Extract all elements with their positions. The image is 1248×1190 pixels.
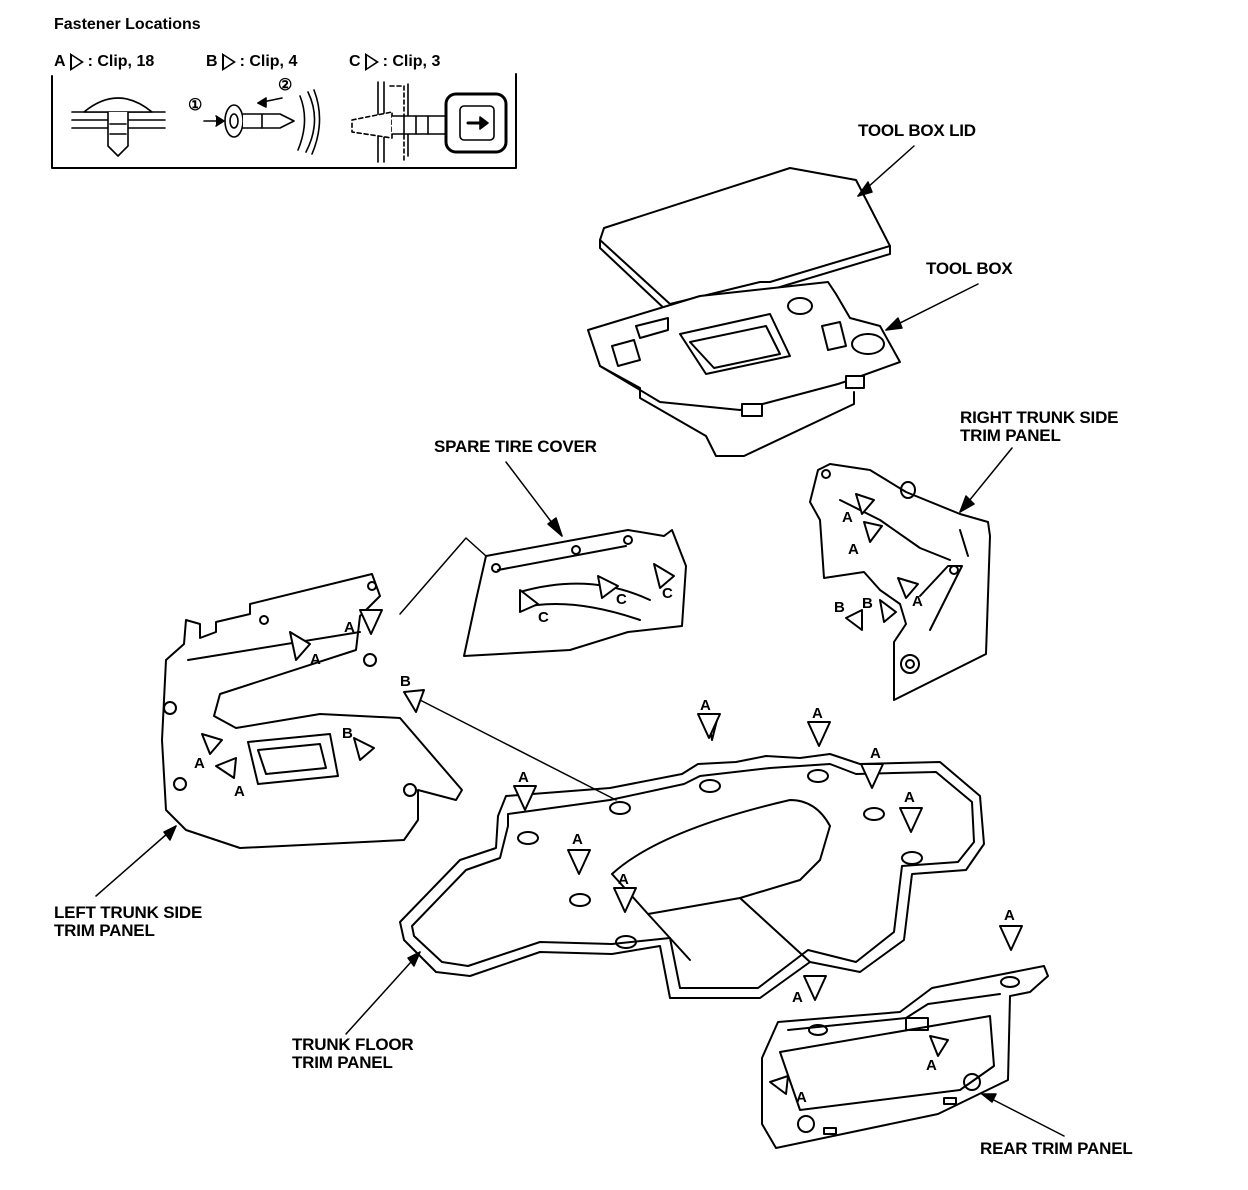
fastener-letter-a: A xyxy=(700,697,711,714)
fastener-letter-b: B xyxy=(342,725,353,742)
fastener-letter-c: C xyxy=(616,591,627,608)
legend-clip-a: A : Clip, 18 xyxy=(54,53,154,71)
triangle-marker-icon xyxy=(221,53,236,71)
fastener-letter-b: B xyxy=(834,599,845,616)
spare-tire-cover-part xyxy=(463,529,687,657)
fastener-letter-a: A xyxy=(194,755,205,772)
triangle-marker-icon xyxy=(364,53,379,71)
clip-c-illustration-icon xyxy=(351,81,508,163)
fastener-letter-a: A xyxy=(344,619,355,636)
trunk-floor-trim-panel-part xyxy=(399,753,985,999)
fastener-letter-c: C xyxy=(662,585,673,602)
label-line-2: TRIM PANEL xyxy=(54,921,155,940)
legend-box xyxy=(51,73,517,169)
fastener-letter-a: A xyxy=(812,705,823,722)
fastener-letter-a: A xyxy=(234,783,245,800)
label-line-1: RIGHT TRUNK SIDE xyxy=(960,408,1119,427)
label-line-1: LEFT TRUNK SIDE xyxy=(54,903,203,922)
clip-a-illustration-icon xyxy=(71,97,166,157)
label-line-2: TRIM PANEL xyxy=(292,1053,393,1072)
legend-text-a: : Clip, 18 xyxy=(87,53,155,70)
label-left-trunk-side-trim-panel: LEFT TRUNK SIDE TRIM PANEL xyxy=(54,904,202,940)
fastener-letter-a: A xyxy=(572,831,583,848)
tool-box-part xyxy=(587,281,901,457)
fastener-letter-a: A xyxy=(792,989,803,1006)
fastener-letter-a: A xyxy=(310,651,321,668)
legend-text-b: : Clip, 4 xyxy=(239,53,298,70)
label-spare-tire-cover: SPARE TIRE COVER xyxy=(434,437,597,456)
fastener-letter-a: A xyxy=(870,745,881,762)
fastener-letter-a: A xyxy=(912,593,923,610)
label-line-2: TRIM PANEL xyxy=(960,426,1061,445)
fastener-markers xyxy=(201,493,1023,1095)
label-tool-box-lid: TOOL BOX LID xyxy=(858,121,976,140)
legend-clip-c: C : Clip, 3 xyxy=(349,53,440,71)
fastener-letter-b: B xyxy=(400,673,411,690)
fastener-letter-a: A xyxy=(796,1089,807,1106)
fastener-letter-a: A xyxy=(518,769,529,786)
fastener-letter-a: A xyxy=(848,541,859,558)
fastener-letter-a: A xyxy=(618,871,629,888)
label-trunk-floor-trim-panel: TRUNK FLOOR TRIM PANEL xyxy=(292,1036,414,1072)
triangle-marker-icon xyxy=(69,53,84,71)
fastener-letter-a: A xyxy=(904,789,915,806)
fastener-letter-c: C xyxy=(538,609,549,626)
step-one-marker: ① xyxy=(188,97,203,114)
callout-lines xyxy=(95,145,1065,1137)
legend-text-c: : Clip, 3 xyxy=(382,53,441,70)
step-two-marker: ② xyxy=(278,77,293,94)
left-trunk-side-trim-panel-part xyxy=(161,573,463,849)
legend-letter-b: B xyxy=(206,53,218,70)
clip-b-illustration-icon xyxy=(203,89,321,155)
rear-trim-panel-part xyxy=(761,965,1049,1149)
clip-hole-icon xyxy=(517,769,923,949)
legend-letter-a: A xyxy=(54,53,66,70)
fastener-letter-a: A xyxy=(926,1057,937,1074)
label-rear-trim-panel: REAR TRIM PANEL xyxy=(980,1139,1133,1158)
fastener-locations-title: Fastener Locations xyxy=(54,16,201,33)
legend-clip-b: B : Clip, 4 xyxy=(206,53,297,71)
label-tool-box: TOOL BOX xyxy=(926,259,1013,278)
fastener-letter-b: B xyxy=(862,595,873,612)
legend-letter-c: C xyxy=(349,53,361,70)
fastener-letter-a: A xyxy=(842,509,853,526)
label-line-1: TRUNK FLOOR xyxy=(292,1035,414,1054)
fastener-letter-a: A xyxy=(1004,907,1015,924)
label-right-trunk-side-trim-panel: RIGHT TRUNK SIDE TRIM PANEL xyxy=(960,408,1119,445)
